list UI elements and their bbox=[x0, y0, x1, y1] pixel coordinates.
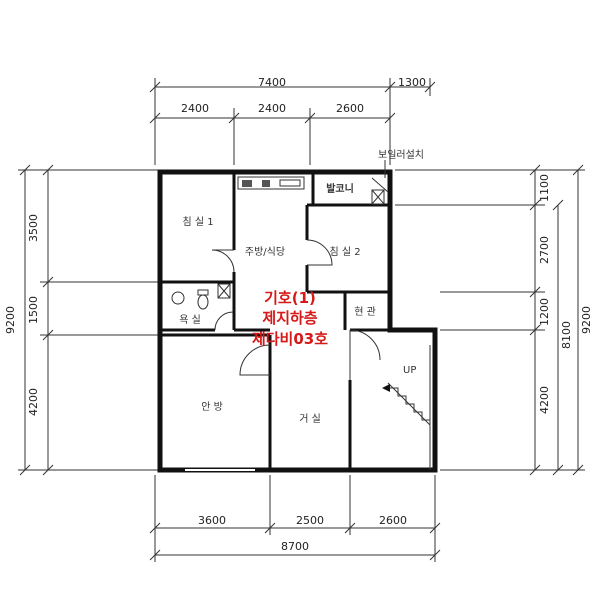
toilet-icon bbox=[197, 294, 209, 310]
boiler-note: 보일러설치 bbox=[378, 149, 424, 161]
annotation-line1: 기호(1) bbox=[264, 289, 316, 307]
dim-right-total: 9200 bbox=[580, 306, 593, 334]
right-dimensions: 1100 2700 1200 4200 8100 9200 bbox=[395, 164, 593, 476]
dim-bottom-seg1: 3600 bbox=[198, 514, 226, 527]
room-master-label: 안 방 bbox=[201, 401, 223, 413]
doors bbox=[211, 239, 381, 380]
dim-bottom-seg3: 2600 bbox=[379, 514, 407, 527]
top-dimensions: 7400 1300 2400 2400 2600 bbox=[149, 76, 436, 165]
room-labels: 침 실 1 주방/식당 침 실 2 욕 실 현 관 안 방 거 실 발코니 보일… bbox=[179, 149, 424, 425]
dim-top-total: 7400 bbox=[258, 76, 286, 89]
dim-bottom-total: 8700 bbox=[281, 540, 309, 553]
fixtures bbox=[171, 160, 431, 470]
dim-left-seg3: 4200 bbox=[27, 388, 40, 416]
room-living-label: 거 실 bbox=[299, 413, 321, 425]
sink-icon bbox=[171, 291, 185, 305]
boiler-icon bbox=[371, 189, 385, 205]
room-bath-label: 욕 실 bbox=[179, 314, 201, 326]
exterior-walls bbox=[157, 169, 438, 473]
red-annotation: 기호(1) 제지하층 제다비03호 bbox=[252, 289, 328, 348]
dim-top-side: 1300 bbox=[398, 76, 426, 89]
dim-right-seg3: 1200 bbox=[538, 298, 551, 326]
dim-right-seg2: 2700 bbox=[538, 236, 551, 264]
dim-left-total: 9200 bbox=[4, 306, 17, 334]
room-bedroom1-label: 침 실 1 bbox=[182, 216, 213, 228]
left-dimensions: 3500 1500 4200 9200 bbox=[4, 164, 160, 476]
shaft-icon bbox=[217, 283, 231, 299]
dim-right-seg4: 4200 bbox=[538, 386, 551, 414]
stairs-icon bbox=[382, 345, 431, 470]
annotation-line3: 제다비03호 bbox=[252, 330, 328, 348]
dim-top-seg3: 2600 bbox=[336, 102, 364, 115]
interior-walls bbox=[160, 172, 390, 470]
dim-left-seg2: 1500 bbox=[27, 296, 40, 324]
room-balcony-label: 발코니 bbox=[326, 182, 354, 195]
bottom-dimensions: 3600 2500 2600 8700 bbox=[149, 475, 441, 562]
room-bedroom2-label: 침 실 2 bbox=[329, 246, 360, 258]
dim-bottom-seg2: 2500 bbox=[296, 514, 324, 527]
annotation-line2: 제지하층 bbox=[262, 309, 317, 327]
dim-left-seg1: 3500 bbox=[27, 214, 40, 242]
room-kitchen-label: 주방/식당 bbox=[245, 246, 285, 258]
dim-right-sub: 8100 bbox=[560, 321, 573, 349]
stairs-up-label: UP bbox=[403, 365, 416, 376]
dim-top-seg1: 2400 bbox=[181, 102, 209, 115]
dim-top-seg2: 2400 bbox=[258, 102, 286, 115]
dim-right-seg1: 1100 bbox=[538, 174, 551, 202]
room-entrance-label: 현 관 bbox=[354, 306, 376, 318]
